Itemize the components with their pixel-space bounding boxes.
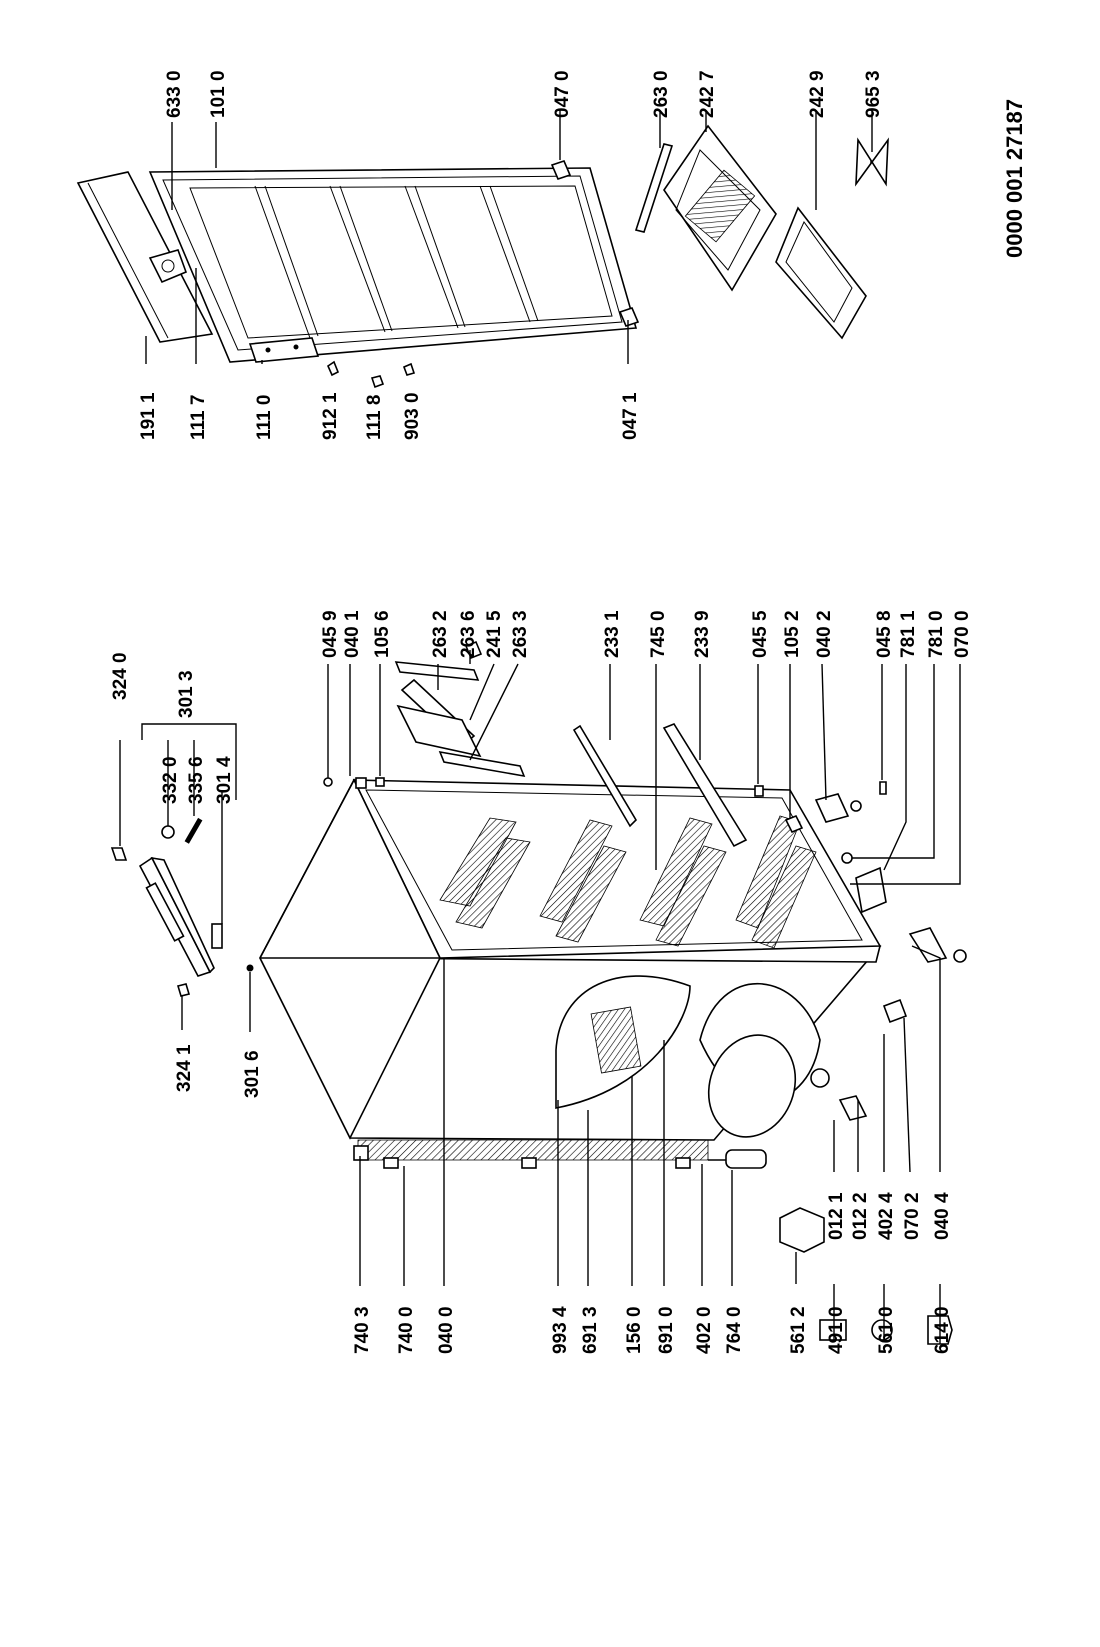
label-012-1: 012 1 (826, 1192, 847, 1240)
label-263-3: 263 3 (510, 610, 531, 658)
label-040-2: 040 2 (814, 610, 835, 658)
label-561-2: 561 2 (788, 1306, 809, 1354)
control-panel-group (110, 723, 440, 1032)
label-614-0: 614 0 (932, 1306, 953, 1354)
callout-labels: 633 0 101 0 047 0 263 0 242 7 242 9 965 … (110, 70, 1027, 1354)
label-012-2: 012 2 (850, 1192, 871, 1240)
label-241-5: 241 5 (484, 610, 505, 658)
label-101-0: 101 0 (208, 70, 229, 118)
label-335-6: 335 6 (186, 756, 207, 804)
label-402-0: 402 0 (694, 1306, 715, 1354)
label-561-0: 561 0 (876, 1306, 897, 1354)
label-691-0: 691 0 (656, 1306, 677, 1354)
label-332-0: 332 0 (160, 756, 181, 804)
door-assembly (76, 110, 640, 389)
label-040-1: 040 1 (342, 610, 363, 658)
label-070-2: 070 2 (902, 1192, 923, 1240)
label-233-1: 233 1 (602, 610, 623, 658)
label-156-0: 156 0 (624, 1306, 645, 1354)
label-191-1: 191 1 (138, 392, 159, 440)
label-111-7: 111 7 (188, 395, 209, 440)
label-491-0: 491 0 (826, 1306, 847, 1354)
label-040-4: 040 4 (932, 1192, 953, 1240)
label-633-0: 633 0 (164, 70, 185, 118)
label-040-0: 040 0 (436, 1306, 457, 1354)
label-111-8: 111 8 (364, 395, 385, 440)
label-242-7: 242 7 (697, 70, 718, 118)
bottom-leaders (359, 945, 941, 1286)
label-045-5: 045 5 (750, 610, 771, 658)
label-781-1: 781 1 (898, 610, 919, 658)
label-045-8: 045 8 (874, 610, 895, 658)
label-301-6: 301 6 (242, 1050, 263, 1098)
label-993-4: 993 4 (550, 1306, 571, 1354)
drawers-group (634, 110, 889, 340)
label-070-0: 070 0 (952, 610, 973, 658)
label-233-9: 233 9 (692, 610, 713, 658)
label-242-9: 242 9 (807, 70, 828, 118)
label-740-0: 740 0 (396, 1306, 417, 1354)
label-740-3: 740 3 (352, 1306, 373, 1354)
label-764-0: 764 0 (724, 1306, 745, 1354)
document-number: 0000 001 27187 (1002, 99, 1027, 258)
label-912-1: 912 1 (320, 392, 341, 440)
label-263-0: 263 0 (651, 70, 672, 118)
label-045-9: 045 9 (320, 610, 341, 658)
label-301-3: 301 3 (176, 670, 197, 718)
label-047-0: 047 0 (552, 70, 573, 118)
label-745-0: 745 0 (648, 610, 669, 658)
cabinet-assembly (259, 640, 967, 1169)
label-105-2: 105 2 (782, 610, 803, 658)
label-105-6: 105 6 (372, 610, 393, 658)
label-965-3: 965 3 (863, 70, 884, 118)
label-301-4: 301 4 (214, 756, 235, 804)
label-263-2: 263 2 (430, 610, 451, 658)
label-781-0: 781 0 (926, 610, 947, 658)
electrical-parts-group (779, 1207, 953, 1345)
label-111-0: 111 0 (254, 395, 275, 440)
label-047-1: 047 1 (620, 392, 641, 440)
label-324-0: 324 0 (110, 652, 131, 700)
label-263-6: 263 6 (458, 610, 479, 658)
label-691-3: 691 3 (580, 1306, 601, 1354)
label-402-4: 402 4 (876, 1192, 897, 1240)
label-324-1: 324 1 (174, 1044, 195, 1092)
label-903-0: 903 0 (402, 392, 423, 440)
